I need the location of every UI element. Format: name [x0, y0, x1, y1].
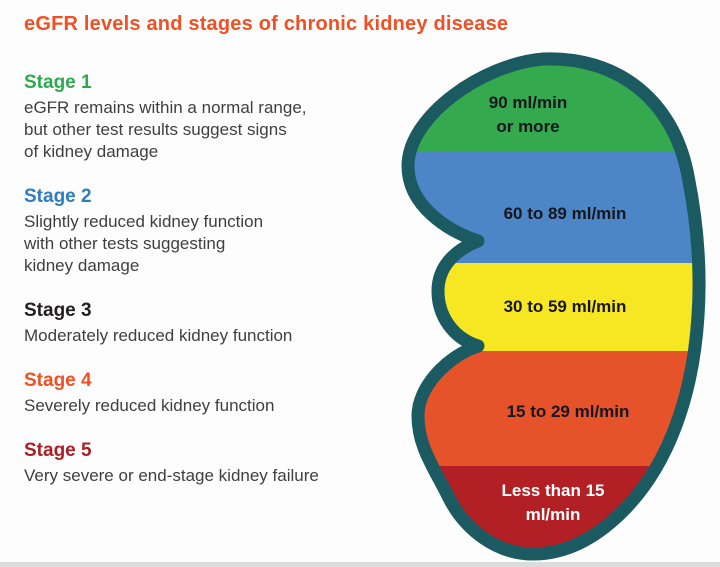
band-label-stage1-line2: or more [496, 117, 559, 136]
stage-4-description: Severely reduced kidney function [24, 396, 275, 415]
stage-3-section: Stage 3 Moderately reduced kidney functi… [24, 300, 388, 347]
stage-2-label: Stage 2 [24, 186, 92, 207]
stage-4-section: Stage 4 Severely reduced kidney function [24, 370, 388, 417]
band-label-stage3: 30 to 59 ml/min [504, 297, 627, 316]
stage-1-label: Stage 1 [24, 72, 92, 93]
band-label-stage5-line1: Less than 15 [502, 481, 605, 500]
stage-5-description: Very severe or end-stage kidney failure [24, 466, 319, 485]
bottom-divider [0, 562, 720, 567]
stage-3-label: Stage 3 [24, 300, 92, 321]
stage-5-label: Stage 5 [24, 440, 92, 461]
stage-4-label: Stage 4 [24, 370, 92, 391]
kidney-outline [401, 52, 706, 561]
stage-list: Stage 1 eGFR remains within a normal ran… [24, 72, 388, 510]
band-label-stage5-line2: ml/min [526, 505, 581, 524]
stage-2-description: Slightly reduced kidney function with ot… [24, 212, 264, 275]
page-title: eGFR levels and stages of chronic kidney… [24, 13, 509, 35]
stage-1-section: Stage 1 eGFR remains within a normal ran… [24, 72, 388, 163]
stage-1-description: eGFR remains within a normal range, but … [24, 98, 307, 161]
band-label-stage2: 60 to 89 ml/min [504, 204, 627, 223]
band-label-stage1-line1: 90 ml/min [489, 93, 567, 112]
band-label-stage4: 15 to 29 ml/min [507, 402, 630, 421]
band-stage4 [408, 351, 700, 466]
kidney-diagram: 90 ml/min or more 60 to 89 ml/min 30 to … [401, 52, 706, 561]
stage-5-section: Stage 5 Very severe or end-stage kidney … [24, 440, 388, 487]
stage-3-description: Moderately reduced kidney function [24, 326, 293, 345]
stage-2-section: Stage 2 Slightly reduced kidney function… [24, 186, 388, 277]
